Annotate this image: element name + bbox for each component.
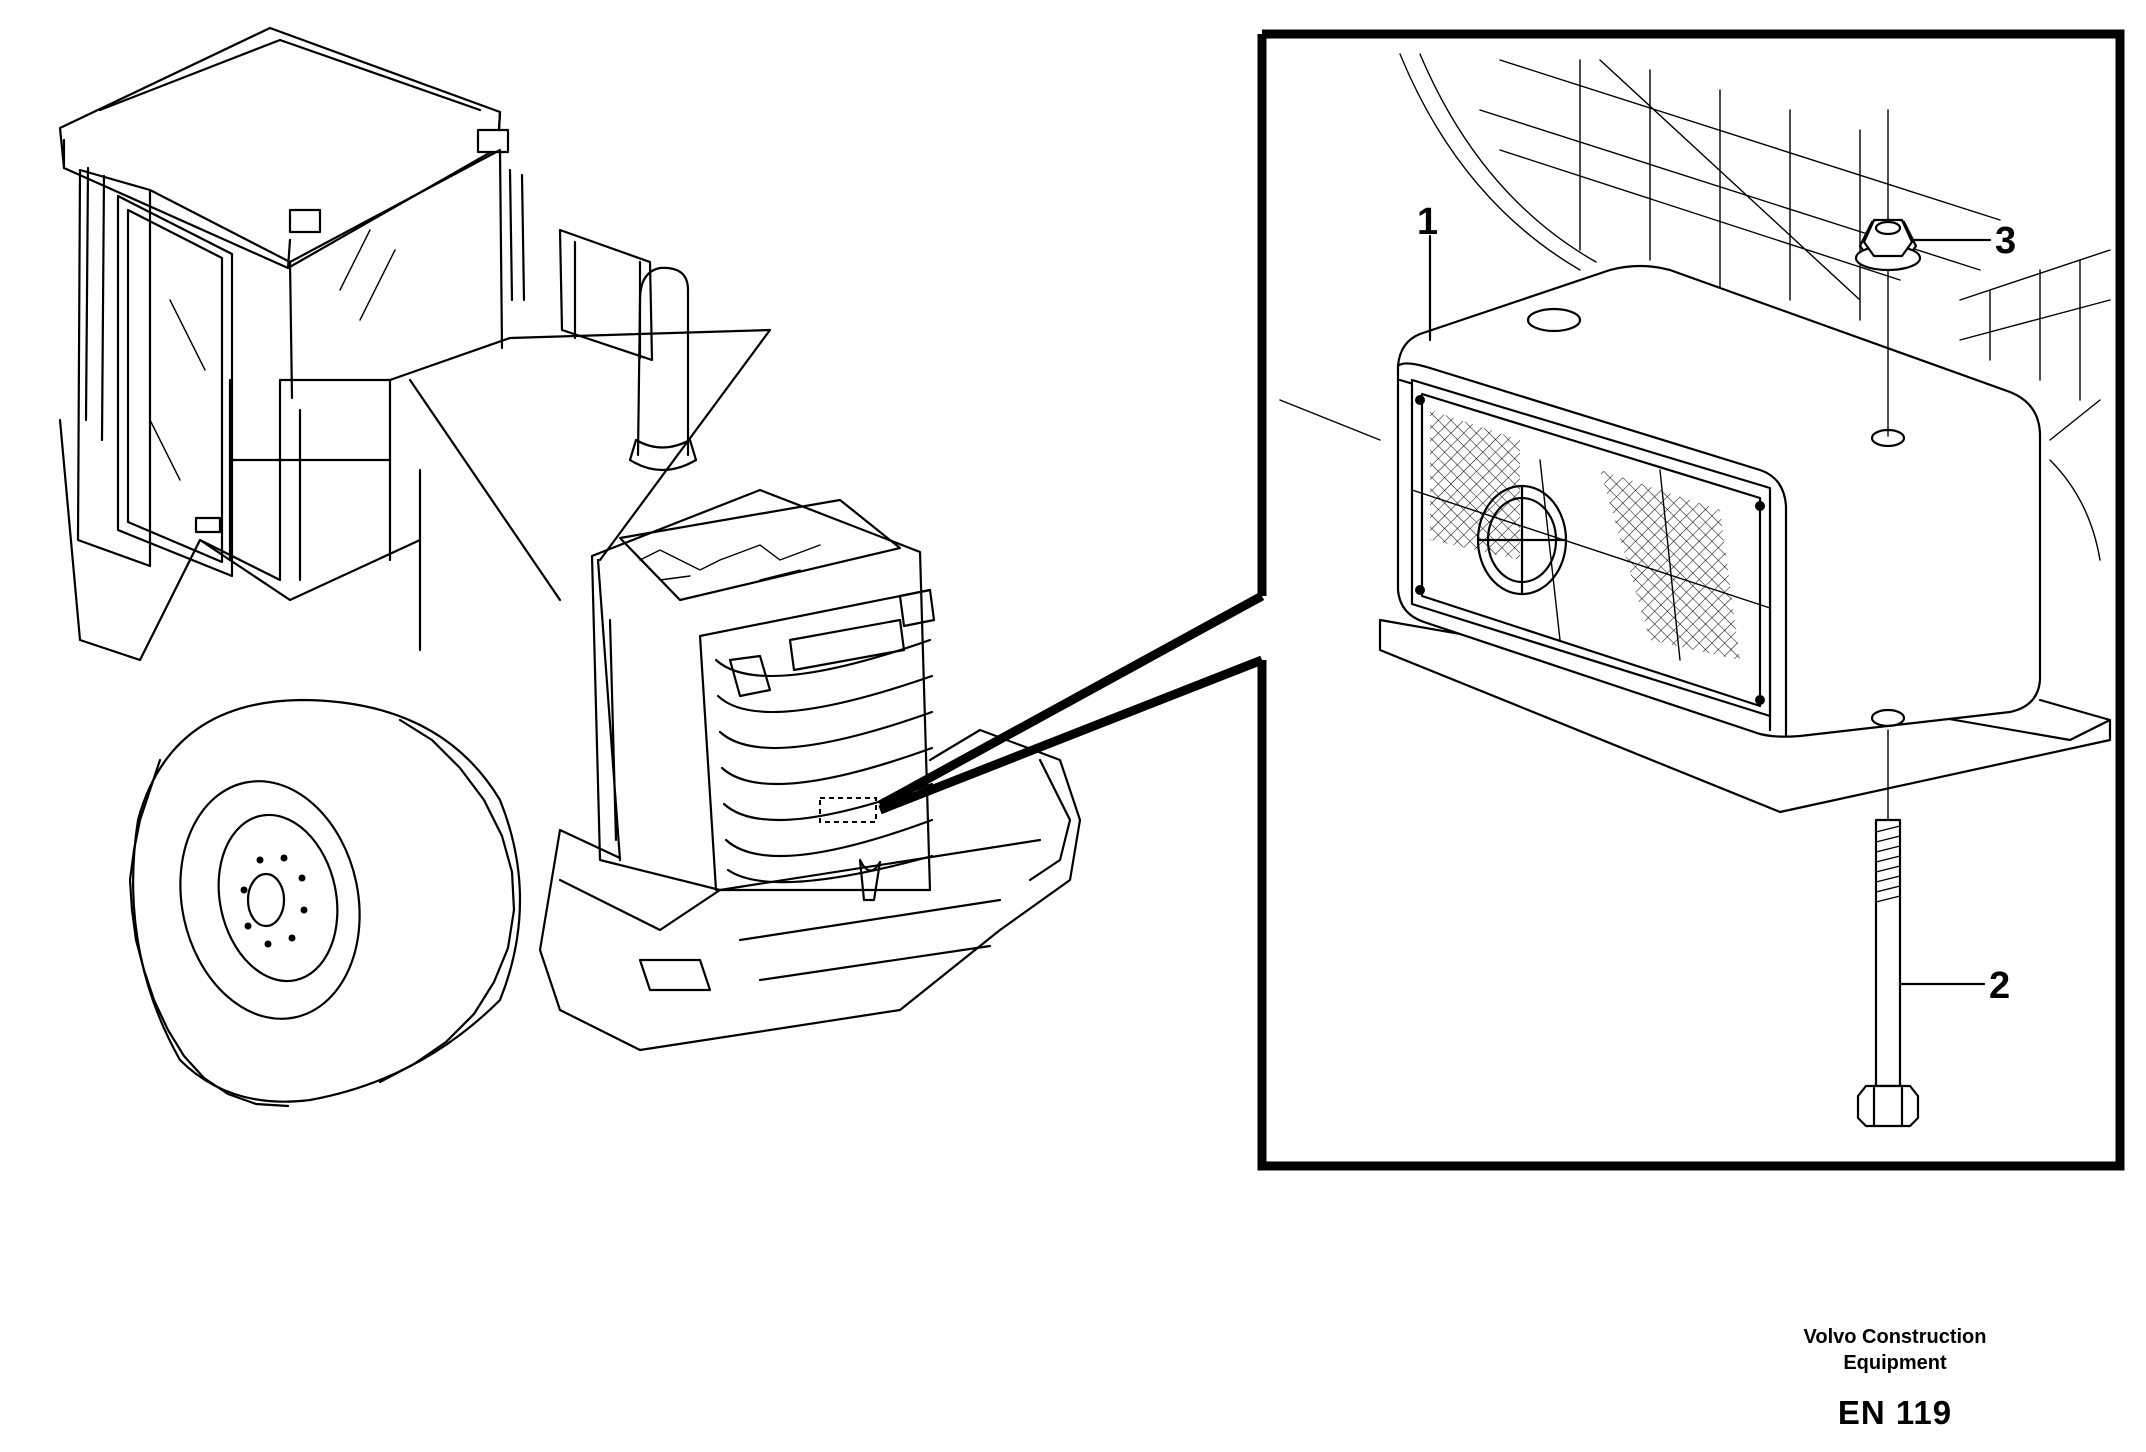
publisher-line-1: Volvo Construction [1803, 1326, 1987, 1348]
callout-label-2: 2 [1989, 965, 2010, 1007]
callout-label-1: 1 [1417, 201, 1438, 243]
diagram-code: EN 119 [1837, 1394, 1953, 1431]
detail-view-box [1257, 29, 2125, 1171]
wheel-loader-illustration [58, 26, 1082, 1108]
publisher-line-2: Equipment [1843, 1352, 1947, 1374]
footer-block: Volvo Construction Equipment EN 119 [1745, 1324, 2045, 1432]
callout-label-3: 3 [1995, 220, 2016, 262]
